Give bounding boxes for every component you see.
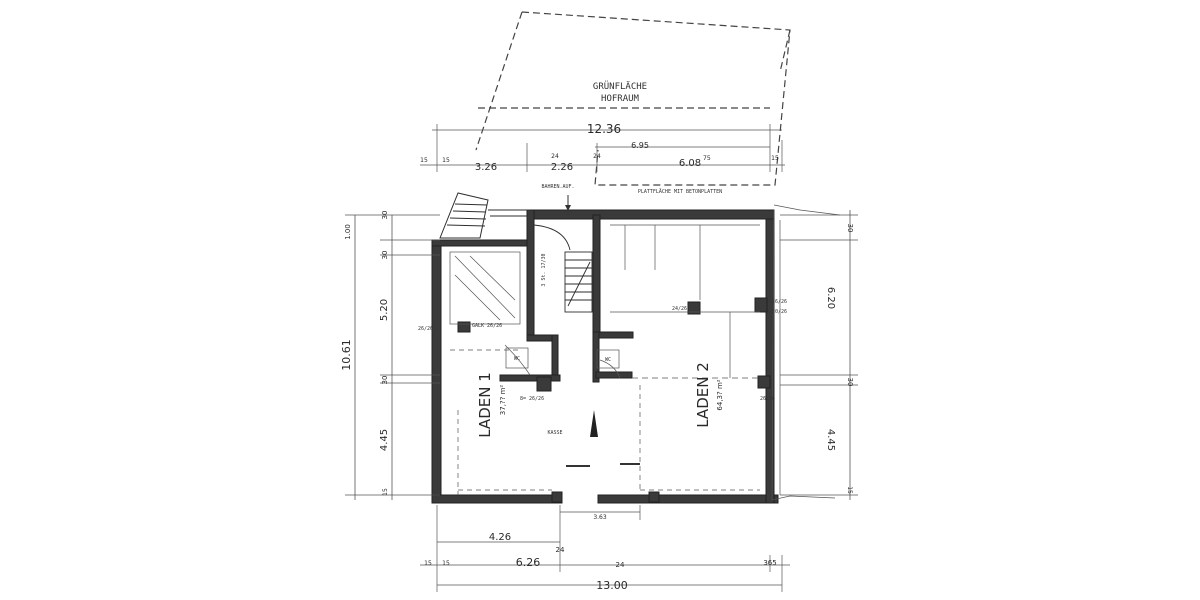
dim-bottom-365: 365 bbox=[763, 559, 776, 567]
right-dimension-lines bbox=[780, 210, 858, 500]
dim-bottom-626: 6.26 bbox=[516, 556, 541, 569]
wc2-label: WC bbox=[605, 357, 611, 363]
dim-left-total: 10.61 bbox=[340, 339, 353, 371]
dim-top-15a: 15 bbox=[420, 157, 428, 164]
stair-note: 3 St. 17/30 bbox=[541, 253, 547, 286]
column-label-e: 26/26 bbox=[418, 326, 433, 332]
dim-top-total: 12.36 bbox=[587, 122, 621, 136]
terrace-note: PLATTFLÄCHE MIT BETONPLATTEN bbox=[638, 188, 722, 195]
neighbour-edge bbox=[771, 204, 841, 501]
dim-bottom-24b: 24 bbox=[616, 561, 625, 569]
dim-left-15: 15 bbox=[382, 488, 389, 496]
kasse-label: KASSE bbox=[547, 430, 562, 436]
dim-left-520: 5.20 bbox=[379, 299, 390, 321]
shop1-name: LADEN 1 bbox=[476, 372, 494, 438]
left-dimension-lines bbox=[345, 214, 440, 500]
dim-top-15b: 15 bbox=[442, 157, 450, 164]
dim-right-30a: 30 bbox=[846, 224, 854, 233]
dim-left-100: 1.00 bbox=[344, 224, 352, 240]
dim-top-695: 6.95 bbox=[631, 141, 649, 150]
shop2-area: 64,3? m² bbox=[716, 379, 724, 410]
door-top-mark bbox=[565, 195, 571, 211]
dim-left-30b: 30 bbox=[381, 251, 389, 260]
dim-right-445: 4.45 bbox=[825, 429, 836, 451]
dim-bottom-363: 3.63 bbox=[593, 514, 607, 521]
galk-label: GALK 26/26 bbox=[472, 323, 502, 329]
dim-bottom-15a: 15 bbox=[424, 560, 432, 567]
a-label: 8= 26/26 bbox=[520, 396, 544, 402]
dim-right-15: 15 bbox=[846, 486, 853, 494]
door-top-label: BAHREN.AUF. bbox=[541, 184, 574, 190]
dim-top-326: 3.26 bbox=[475, 162, 497, 173]
dim-left-30a: 30 bbox=[381, 211, 389, 220]
dim-top-sup: 75 bbox=[703, 155, 711, 162]
bottom-dimension-lines bbox=[420, 505, 790, 592]
wc1-label: WC bbox=[514, 356, 520, 362]
dim-bottom-15b: 15 bbox=[442, 560, 450, 567]
dim-left-445: 4.45 bbox=[379, 429, 390, 451]
dim-top-24a: 24 bbox=[593, 153, 601, 160]
shop2-details bbox=[599, 224, 760, 491]
interior-stair bbox=[533, 224, 593, 313]
external-stair bbox=[439, 192, 530, 239]
dim-top-226: 2.26 bbox=[551, 162, 573, 173]
courtyard-label-1: GRÜNFLÄCHE bbox=[593, 81, 647, 92]
dim-right-620: 6.20 bbox=[825, 287, 836, 309]
dim-top-15c: 15 bbox=[771, 155, 779, 162]
dim-top-608: 6.08 bbox=[679, 158, 701, 169]
wc-rooms bbox=[505, 347, 620, 369]
shop2-name: LADEN 2 bbox=[694, 362, 712, 428]
courtyard-outline bbox=[475, 11, 791, 186]
dim-bottom-24a: 24 bbox=[556, 546, 565, 554]
column-label-c: 30/26 bbox=[772, 309, 787, 315]
entrance-arrow bbox=[566, 410, 640, 467]
courtyard-label-2: HOFRAUM bbox=[601, 94, 640, 104]
column-label-b: 26/26 bbox=[772, 299, 787, 305]
shop1-details bbox=[449, 251, 552, 495]
dim-top-24b: 24 bbox=[551, 153, 559, 160]
dim-bottom-426: 4.26 bbox=[489, 532, 511, 543]
column-label-a: 24/26 bbox=[672, 306, 687, 312]
column-label-d: 26/26 bbox=[760, 396, 775, 402]
dim-left-30c: 30 bbox=[381, 376, 389, 385]
shop1-area: 37,?? m² bbox=[499, 385, 507, 416]
dim-right-30b: 30 bbox=[846, 378, 854, 387]
dim-bottom-total: 13.00 bbox=[596, 579, 628, 592]
top-dimension-lines bbox=[420, 124, 785, 172]
